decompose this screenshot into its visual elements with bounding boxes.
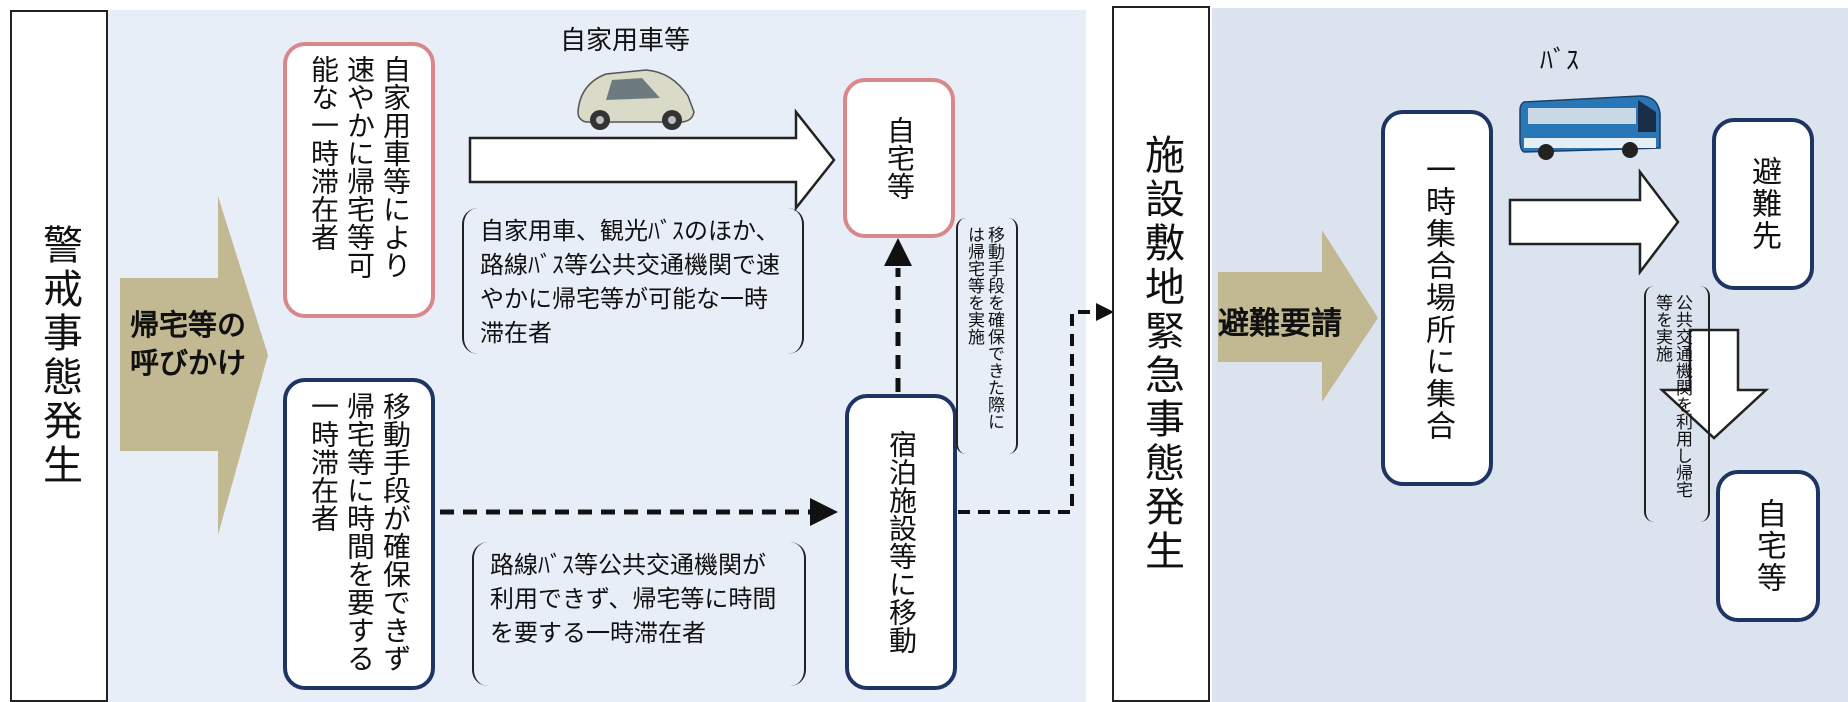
upper-bracket-note: 自家用車、観光ﾊﾞｽのほか、路線ﾊﾞｽ等公共交通機関で速やかに帰宅等が可能な一時… — [462, 208, 804, 354]
public-transport-note: 公共交通機関を利用し帰宅等を実施 — [1644, 286, 1710, 522]
home-left-text: 自宅等 — [883, 116, 916, 200]
white-arrow-to-home — [468, 108, 836, 212]
car-icon — [577, 69, 695, 130]
bus-icon — [1519, 95, 1661, 160]
lower-bracket-text: 路線ﾊﾞｽ等公共交通機関が利用できず、帰宅等に時間を要する一時滞在者 — [490, 551, 777, 647]
bus-label: ﾊﾞｽ — [1540, 46, 1580, 76]
white-arrow-to-shelter — [1508, 168, 1680, 276]
dashed-connector-to-center — [958, 310, 1098, 514]
left-header-text: 警戒事態発生 — [36, 224, 82, 488]
private-car-label: 自家用車等 — [560, 26, 691, 56]
shelter-text: 避難先 — [1746, 156, 1781, 252]
center-header-box: 施設敷地緊急事態発生 — [1112, 6, 1210, 702]
call-arrow — [120, 196, 268, 535]
lodging-text: 宿泊施設等に移動 — [885, 430, 918, 654]
evac-arrow — [1218, 230, 1378, 402]
home-box-left: 自宅等 — [843, 78, 955, 238]
arrowhead-to-lodging — [810, 498, 838, 526]
shelter-box: 避難先 — [1712, 118, 1814, 290]
home-right-text: 自宅等 — [1751, 498, 1786, 594]
assembly-text: 一時集合場所に集合 — [1420, 154, 1455, 442]
lower-bracket-note: 路線ﾊﾞｽ等公共交通機関が利用できず、帰宅等に時間を要する一時滞在者 — [472, 542, 806, 686]
need-time-box: 移動手段が確保できず帰宅等に時間を要する一時滞在者 — [283, 378, 435, 690]
evac-arrow-text: 避難要請 — [1218, 306, 1342, 342]
transport-note-text: 移動手段を確保できた際には帰宅等を実施 — [964, 226, 1004, 430]
lodging-box: 宿泊施設等に移動 — [845, 394, 957, 690]
arrowhead-to-center — [1096, 303, 1114, 321]
assembly-box: 一時集合場所に集合 — [1381, 110, 1493, 486]
transport-note: 移動手段を確保できた際には帰宅等を実施 — [956, 218, 1018, 454]
public-transport-note-text: 公共交通機関を利用し帰宅等を実施 — [1652, 294, 1692, 498]
quick-return-text: 自家用車等により速やかに帰宅等可能な一時滞在者 — [307, 55, 412, 279]
upper-bracket-text: 自家用車、観光ﾊﾞｽのほか、路線ﾊﾞｽ等公共交通機関で速やかに帰宅等が可能な一時… — [480, 217, 780, 347]
white-arrow-down — [1658, 328, 1770, 440]
home-box-right: 自宅等 — [1716, 470, 1820, 622]
left-header-box: 警戒事態発生 — [10, 10, 108, 702]
need-time-text: 移動手段が確保できず帰宅等に時間を要する一時滞在者 — [307, 392, 412, 672]
quick-return-box: 自家用車等により速やかに帰宅等可能な一時滞在者 — [283, 42, 435, 318]
call-arrow-text: 帰宅等の呼びかけ — [130, 308, 247, 380]
arrowhead-to-home — [884, 238, 912, 266]
center-header-text: 施設敷地緊急事態発生 — [1138, 134, 1184, 574]
